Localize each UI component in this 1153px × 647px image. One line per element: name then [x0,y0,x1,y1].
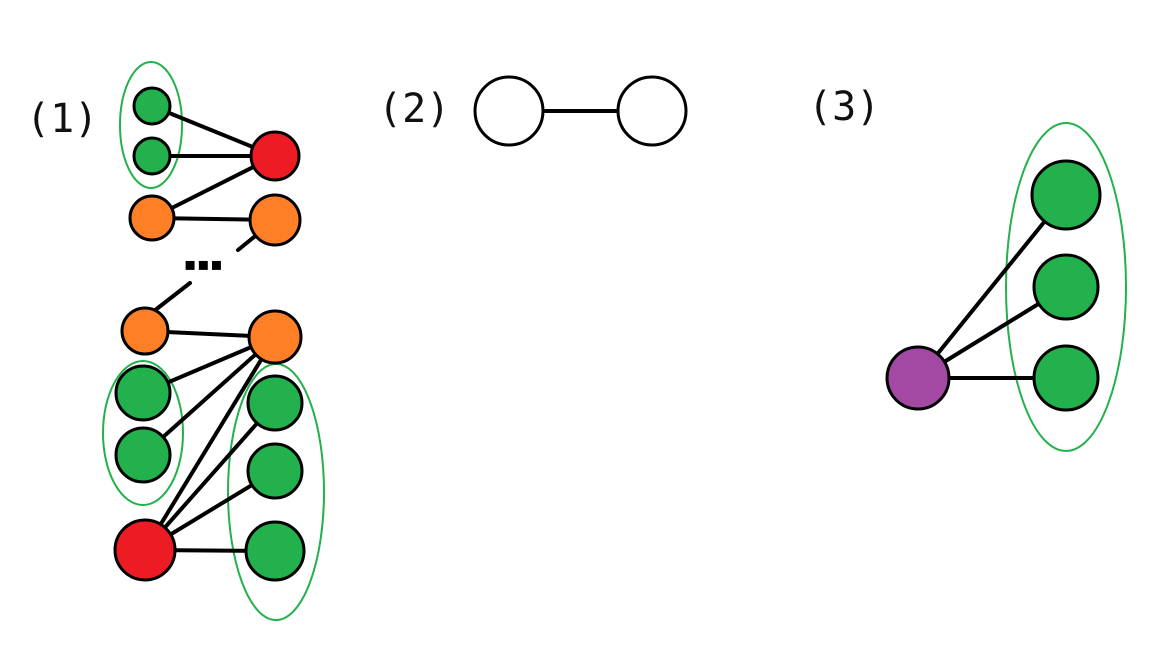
panel-1-node [113,518,177,582]
panel-1-node [244,520,306,582]
panel-1-label: (1) [26,96,98,142]
panel-1-node [247,309,303,365]
panel-1-ellipsis: ▪▪▪ [184,254,224,275]
panel-3-green-group-outline [1005,122,1127,452]
panel-1-node [248,193,302,247]
panel-3-node [1032,253,1100,321]
panel-1-node [114,364,172,422]
panel-1: (1) ▪▪▪ [26,61,325,621]
panel-3-node [1032,344,1100,412]
panel-1-node [246,374,304,432]
panel-1-node [132,136,172,176]
panel-3-label: (3) [808,84,880,130]
panel-1-node [249,130,301,182]
panel-1-top-green-group-outline [119,61,183,189]
panel-1-edge [141,335,277,457]
panel-1-node [114,426,172,484]
panel-2-label: (2) [378,86,450,132]
panel-2: (2) [378,75,688,147]
panel-1-node [246,442,304,500]
panel-1-edge [143,401,277,552]
panel-1-node [120,306,170,356]
panel-3-node [1030,159,1102,231]
panel-2-node [473,75,545,147]
panel-1-node [132,86,172,126]
panel-3-node [885,345,951,411]
panel-1-left-green-group-outline [102,360,184,506]
panel-2-node [616,75,688,147]
panel-3-edge [916,193,1068,380]
panel-3: (3) [808,84,1127,452]
panel-1-edge [143,335,277,552]
panel-1-node [128,194,176,242]
